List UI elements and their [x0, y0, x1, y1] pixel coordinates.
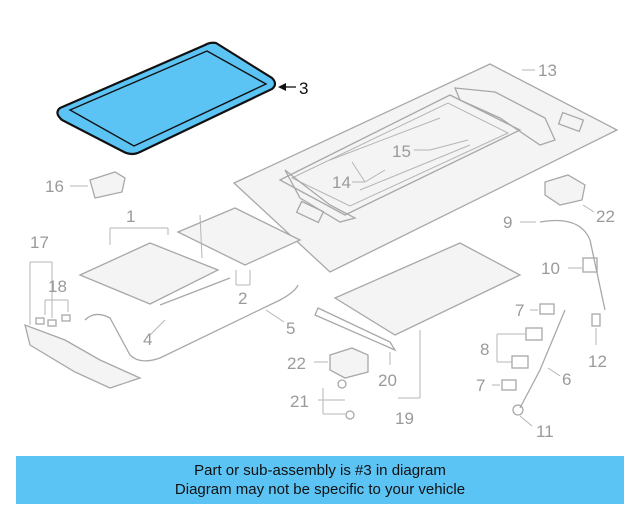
callout-12: 12 [588, 352, 607, 371]
parts-diagram: 3 13 14 15 16 22 1 2 [24, 41, 619, 441]
callout-17: 17 [30, 233, 49, 252]
banner-line-2: Diagram may not be specific to your vehi… [174, 481, 466, 498]
callout-19: 19 [395, 409, 414, 428]
callout-4: 4 [143, 330, 152, 349]
callout-9: 9 [503, 213, 512, 232]
callout-20: 20 [378, 371, 397, 390]
callout-6: 6 [562, 370, 571, 389]
callout-16: 16 [45, 177, 64, 196]
callout-10: 10 [541, 259, 560, 278]
part-22-motor-lower[interactable] [329, 347, 369, 379]
callout-7-lower: 7 [476, 376, 485, 395]
callout-2: 2 [238, 289, 247, 308]
part-19-sunshade[interactable] [314, 242, 522, 352]
callout-14: 14 [332, 173, 351, 192]
callout-5: 5 [286, 319, 295, 338]
callout-22-lower: 22 [287, 354, 306, 373]
part-16-bracket[interactable] [89, 171, 126, 199]
callout-3: 3 [299, 79, 308, 98]
callout-7-upper: 7 [515, 301, 524, 320]
part-22-motor-upper[interactable] [544, 174, 586, 206]
part-3-seal-highlighted[interactable] [56, 41, 277, 156]
callout-22-upper: 22 [596, 207, 615, 226]
info-banner: Part or sub-assembly is #3 in diagram Di… [16, 456, 624, 504]
callout-11: 11 [536, 422, 554, 441]
banner-line-1: Part or sub-assembly is #3 in diagram [194, 462, 446, 479]
callout-21: 21 [290, 392, 309, 411]
callout-18: 18 [48, 277, 67, 296]
callout-3-leader [278, 83, 296, 91]
callout-8: 8 [480, 340, 489, 359]
callout-15: 15 [392, 142, 411, 161]
callout-1: 1 [126, 207, 135, 226]
part-1-glass-panels[interactable] [78, 207, 302, 305]
part-13-frame[interactable] [232, 63, 619, 273]
part-17-deflector[interactable] [24, 323, 142, 389]
callout-13: 13 [538, 61, 557, 80]
